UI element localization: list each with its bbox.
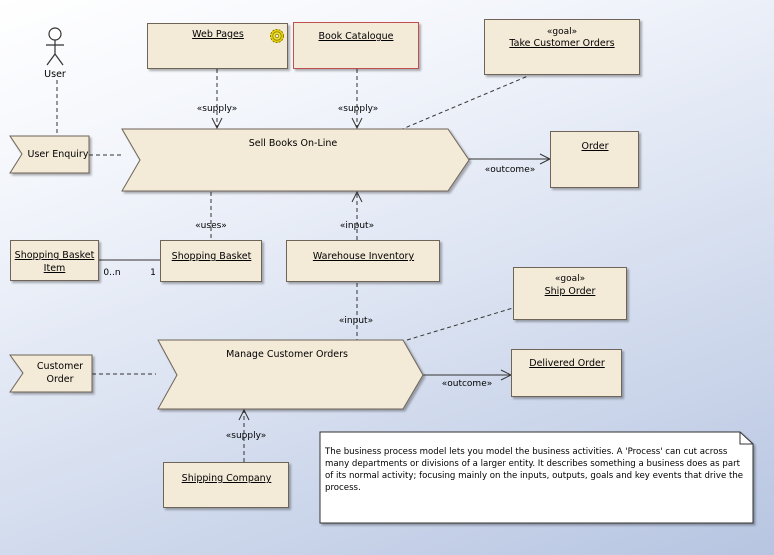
web-pages-box[interactable]: Web Pages: [147, 23, 288, 69]
shopping-basket-label: Shopping Basket: [171, 251, 252, 262]
manage-orders-process-shape[interactable]: [157, 339, 424, 410]
sell-books-process-shape[interactable]: [121, 128, 470, 192]
sell-books-process-label: Sell Books On-Line: [248, 138, 338, 149]
ship-order-label: Ship Order: [544, 286, 596, 297]
customer-order-label-line1: Customer: [36, 361, 84, 372]
inventory-input-arrowhead: [351, 190, 363, 203]
catalogue-supply-arrowhead: [351, 117, 363, 130]
uses-label: «uses»: [195, 221, 227, 231]
supply-web-label: «supply»: [196, 104, 238, 114]
input-inventory-label: «input»: [339, 221, 375, 231]
outcome-delivered-label: «outcome»: [441, 379, 493, 389]
input-manage-label: «input»: [338, 316, 374, 326]
delivered-order-box[interactable]: Delivered Order: [511, 349, 622, 397]
user-actor-icon[interactable]: [46, 27, 64, 66]
user-actor-label: User: [44, 69, 66, 80]
shopping-basket-item-box[interactable]: Shopping Basket Item: [10, 240, 99, 281]
shipping-supply-arrowhead: [238, 408, 250, 421]
goal-ship-order-connector: [406, 307, 514, 341]
note-shape[interactable]: [319, 431, 754, 524]
user-enquiry-label: User Enquiry: [27, 149, 89, 160]
shipping-company-label: Shipping Company: [181, 473, 272, 484]
warehouse-inventory-box[interactable]: Warehouse Inventory: [286, 240, 440, 282]
supply-catalogue-label: «supply»: [337, 104, 379, 114]
customer-order-label-line2: Order: [46, 374, 74, 385]
ship-order-stereotype: «goal»: [554, 274, 586, 284]
take-orders-stereotype: «goal»: [546, 27, 578, 37]
manage-orders-process-label: Manage Customer Orders: [226, 349, 348, 360]
web-pages-label: Web Pages: [192, 29, 244, 40]
take-orders-label: Take Customer Orders: [509, 38, 615, 49]
goal-take-orders-connector: [399, 75, 529, 131]
shopping-basket-box[interactable]: Shopping Basket: [160, 240, 262, 282]
note-text: The business process model lets you mode…: [325, 447, 744, 493]
note-fold: [739, 432, 753, 445]
book-catalogue-box[interactable]: Book Catalogue: [293, 22, 419, 69]
book-catalogue-label: Book Catalogue: [318, 31, 394, 42]
multiplicity-one-label: 1: [150, 268, 156, 278]
warehouse-inventory-label: Warehouse Inventory: [312, 251, 415, 262]
delivered-order-label: Delivered Order: [529, 358, 605, 369]
ship-order-goal-box[interactable]: «goal» Ship Order: [513, 267, 627, 320]
gear-icon: [270, 29, 284, 43]
outcome-order-label: «outcome»: [484, 165, 536, 175]
shopping-basket-item-label-line1: Shopping Basket: [14, 250, 95, 261]
take-customer-orders-goal-box[interactable]: «goal» Take Customer Orders: [484, 19, 640, 75]
shopping-basket-item-label-line2: Item: [43, 263, 66, 274]
supply-shipping-label: «supply»: [225, 431, 267, 441]
order-box[interactable]: Order: [550, 131, 639, 188]
multiplicity-many-label: 0..n: [103, 268, 121, 278]
order-label: Order: [581, 141, 609, 152]
customer-order-event-shape[interactable]: [9, 354, 93, 393]
webpages-supply-arrowhead: [211, 117, 223, 130]
shipping-company-box[interactable]: Shipping Company: [163, 462, 289, 508]
user-enquiry-event-shape[interactable]: [9, 135, 90, 174]
